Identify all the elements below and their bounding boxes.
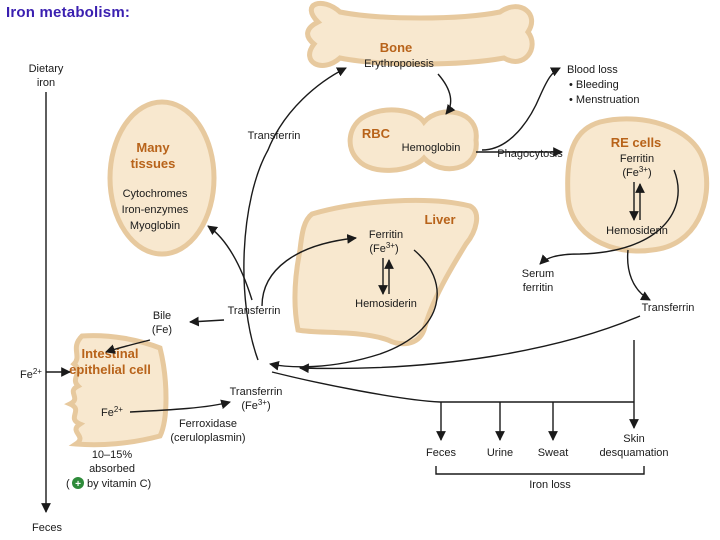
page-title: Iron metabolism: xyxy=(6,4,131,21)
hemoglobin-label: Hemoglobin xyxy=(402,142,461,154)
blood-loss-label: Blood loss xyxy=(567,64,618,76)
transferrin-to-bile-arrow xyxy=(189,316,225,327)
iron-loss-bracket xyxy=(435,466,645,475)
phagocytosis-label: Phagocytosis xyxy=(497,148,563,160)
absorbed-label-3: by vitamin C) xyxy=(87,478,151,490)
intestinal-title-2: epithelial cell xyxy=(69,362,151,377)
bile-label-2: (Fe) xyxy=(152,324,172,336)
erythropoiesis-to-rbc-arrow xyxy=(437,73,456,115)
liver-ferric-label: (Fe3+) xyxy=(369,241,398,256)
loss-branch-line xyxy=(271,371,441,403)
many-tissues-shape xyxy=(107,99,217,257)
loss-desquamation-label: desquamation xyxy=(599,447,668,459)
tissue-item: Iron-enzymes xyxy=(122,204,189,216)
intestinal-cell-shape xyxy=(64,333,169,448)
ferroxidase-label: Ferroxidase xyxy=(179,418,237,430)
transferrin-mid-label: Transferrin xyxy=(228,305,281,317)
feces-bottom-label: Feces xyxy=(32,522,62,534)
tissue-item: Cytochromes xyxy=(123,188,188,200)
rbc-title: RBC xyxy=(362,126,391,141)
tissue-item: Myoglobin xyxy=(130,220,180,232)
fe2-left-label: Fe2+ xyxy=(20,367,42,382)
erythropoiesis-label: Erythropoiesis xyxy=(364,58,434,70)
bile-to-intestine-arrow xyxy=(105,339,151,354)
transferrin-bottom-label: Transferrin xyxy=(230,386,283,398)
intestinal-title-1: Intestinal xyxy=(81,346,138,361)
serum-ferritin-label-2: ferritin xyxy=(523,282,554,294)
bone-shape xyxy=(305,0,535,68)
bone-title: Bone xyxy=(380,40,413,55)
ceruloplasmin-label: (ceruloplasmin) xyxy=(170,432,245,444)
transferrin-to-tissues-arrow xyxy=(207,225,253,301)
dietary-label-1: Dietary xyxy=(29,63,64,75)
loss-sweat-label: Sweat xyxy=(538,447,569,459)
transferrin-bottom-fe-label: (Fe3+) xyxy=(241,398,270,413)
intestinal-to-transferrin-arrow xyxy=(129,399,231,413)
liver-shape xyxy=(292,197,480,347)
loss-feces-label: Feces xyxy=(426,447,456,459)
liver-ferritin-label: Ferritin xyxy=(369,229,403,241)
many-tissues-title-2: tissues xyxy=(131,156,176,171)
re-to-transferrin-arrow xyxy=(626,249,651,301)
many-tissues-title-1: Many xyxy=(136,140,170,155)
liver-to-transferrin-arrow xyxy=(269,249,438,371)
dietary-label-2: iron xyxy=(37,77,55,89)
re-cells-title: RE cells xyxy=(611,135,662,150)
re-to-serum-ferritin-arrow xyxy=(539,169,679,265)
transferrin-right-label: Transferrin xyxy=(642,302,695,314)
blood-loss-item: • Menstruation xyxy=(569,94,640,106)
absorbed-label-2: absorbed xyxy=(89,463,135,475)
blood-loss-arrow xyxy=(481,67,561,151)
iron-loss-label: Iron loss xyxy=(529,479,571,491)
absorbed-label-3-open: ( xyxy=(66,478,70,490)
loss-skin-label: Skin xyxy=(623,433,644,445)
rbc-shape xyxy=(347,107,479,173)
liver-hemosiderin-label: Hemosiderin xyxy=(355,298,417,310)
transferrin-to-bone-arrow xyxy=(243,67,347,361)
re-hemosiderin-label: Hemosiderin xyxy=(606,225,668,237)
serum-ferritin-label-1: Serum xyxy=(522,268,554,280)
blood-loss-item: • Bleeding xyxy=(569,79,619,91)
re-ferric-label: (Fe3+) xyxy=(622,165,651,180)
bile-label-1: Bile xyxy=(153,310,171,322)
re-ferritin-label: Ferritin xyxy=(620,153,654,165)
intestinal-fe2-label: Fe2+ xyxy=(101,405,123,420)
absorbed-label-1: 10–15% xyxy=(92,449,133,461)
liver-title: Liver xyxy=(424,212,455,227)
plus-badge-icon xyxy=(72,477,84,489)
plus-badge-text: + xyxy=(75,479,81,490)
loss-urine-label: Urine xyxy=(487,447,513,459)
transferrin-right-loop-arrow xyxy=(299,315,641,374)
transferrin-to-liver-arrow xyxy=(261,234,357,307)
